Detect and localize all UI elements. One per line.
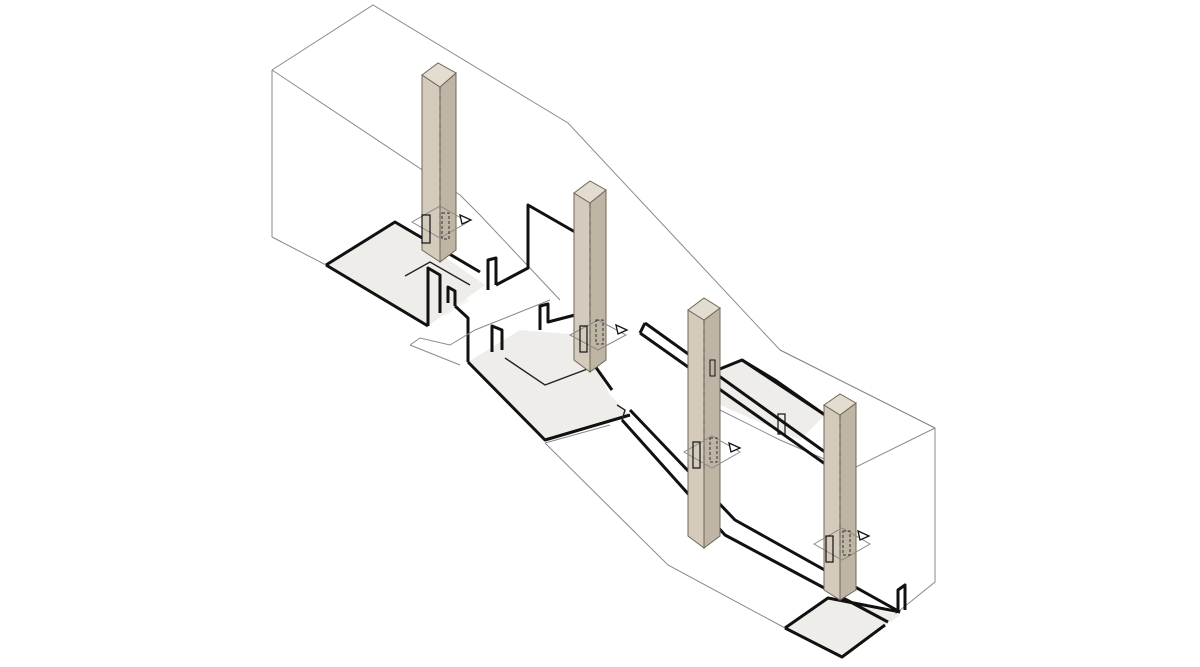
column-1 [421, 62, 457, 263]
building-envelope [271, 4, 936, 658]
column-3 [687, 297, 721, 549]
stair-ramp [616, 321, 901, 624]
column-2 [573, 180, 607, 373]
direction-arrow [459, 213, 871, 541]
floor-slab-right [704, 358, 827, 440]
floor-slab-bottom [784, 596, 901, 659]
column-4 [823, 393, 857, 601]
door-opening [410, 205, 872, 563]
